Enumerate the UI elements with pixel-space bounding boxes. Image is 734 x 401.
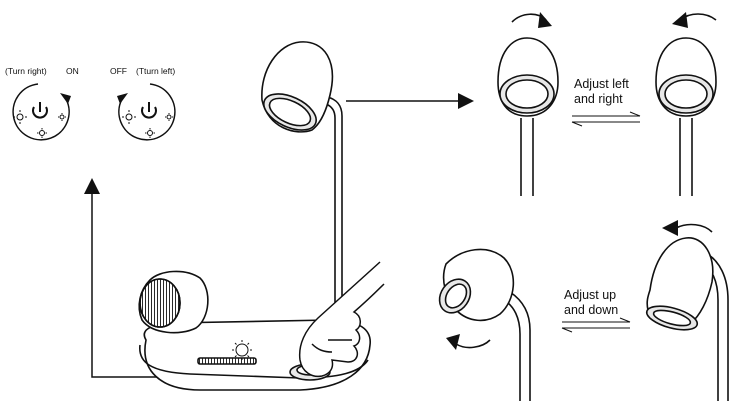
adjust-left-right-line1: Adjust left [574, 77, 629, 91]
sun-icon [165, 113, 173, 121]
rotate-arrow-icon [662, 220, 678, 236]
pointer-arrowhead [458, 93, 474, 109]
switch-off-dial [117, 83, 176, 141]
sun-icon [145, 128, 155, 138]
speaker [138, 270, 209, 334]
adjust-left-right-line2: and right [574, 92, 623, 106]
rotate-arrow-icon [117, 93, 128, 104]
sun-icon [37, 128, 47, 138]
adjust-up-down-line2: and down [564, 303, 619, 317]
switch-on-state: ON [66, 66, 79, 76]
lamp-head-up-down-1 [438, 248, 531, 401]
switch-off-state: OFF [110, 66, 127, 76]
rotate-arrow-icon [446, 334, 460, 350]
lamp-head-up-down-2 [645, 220, 729, 401]
switch-on-dial [12, 83, 71, 141]
adjust-up-down-line1: Adjust up [564, 288, 617, 302]
hand [298, 261, 385, 378]
rotate-arrow-icon [60, 93, 71, 104]
lamp-head-left-right-1 [497, 12, 559, 196]
lamp-head-left-right-2 [655, 12, 717, 196]
power-icon [32, 102, 48, 119]
switch-on-direction: (Turn right) [5, 66, 47, 76]
rotate-arrow-icon [538, 12, 552, 28]
switch-off-direction: (Tturn left) [136, 66, 176, 76]
sun-icon [13, 110, 27, 124]
rotate-arrow-icon [672, 12, 688, 28]
sun-icon [58, 113, 66, 121]
left-right-arrows [571, 111, 641, 127]
power-icon [141, 102, 157, 119]
main-lamp [261, 41, 343, 330]
wireless-charging-icon [232, 340, 252, 360]
up-down-arrows [561, 317, 631, 333]
sun-icon [122, 110, 136, 124]
